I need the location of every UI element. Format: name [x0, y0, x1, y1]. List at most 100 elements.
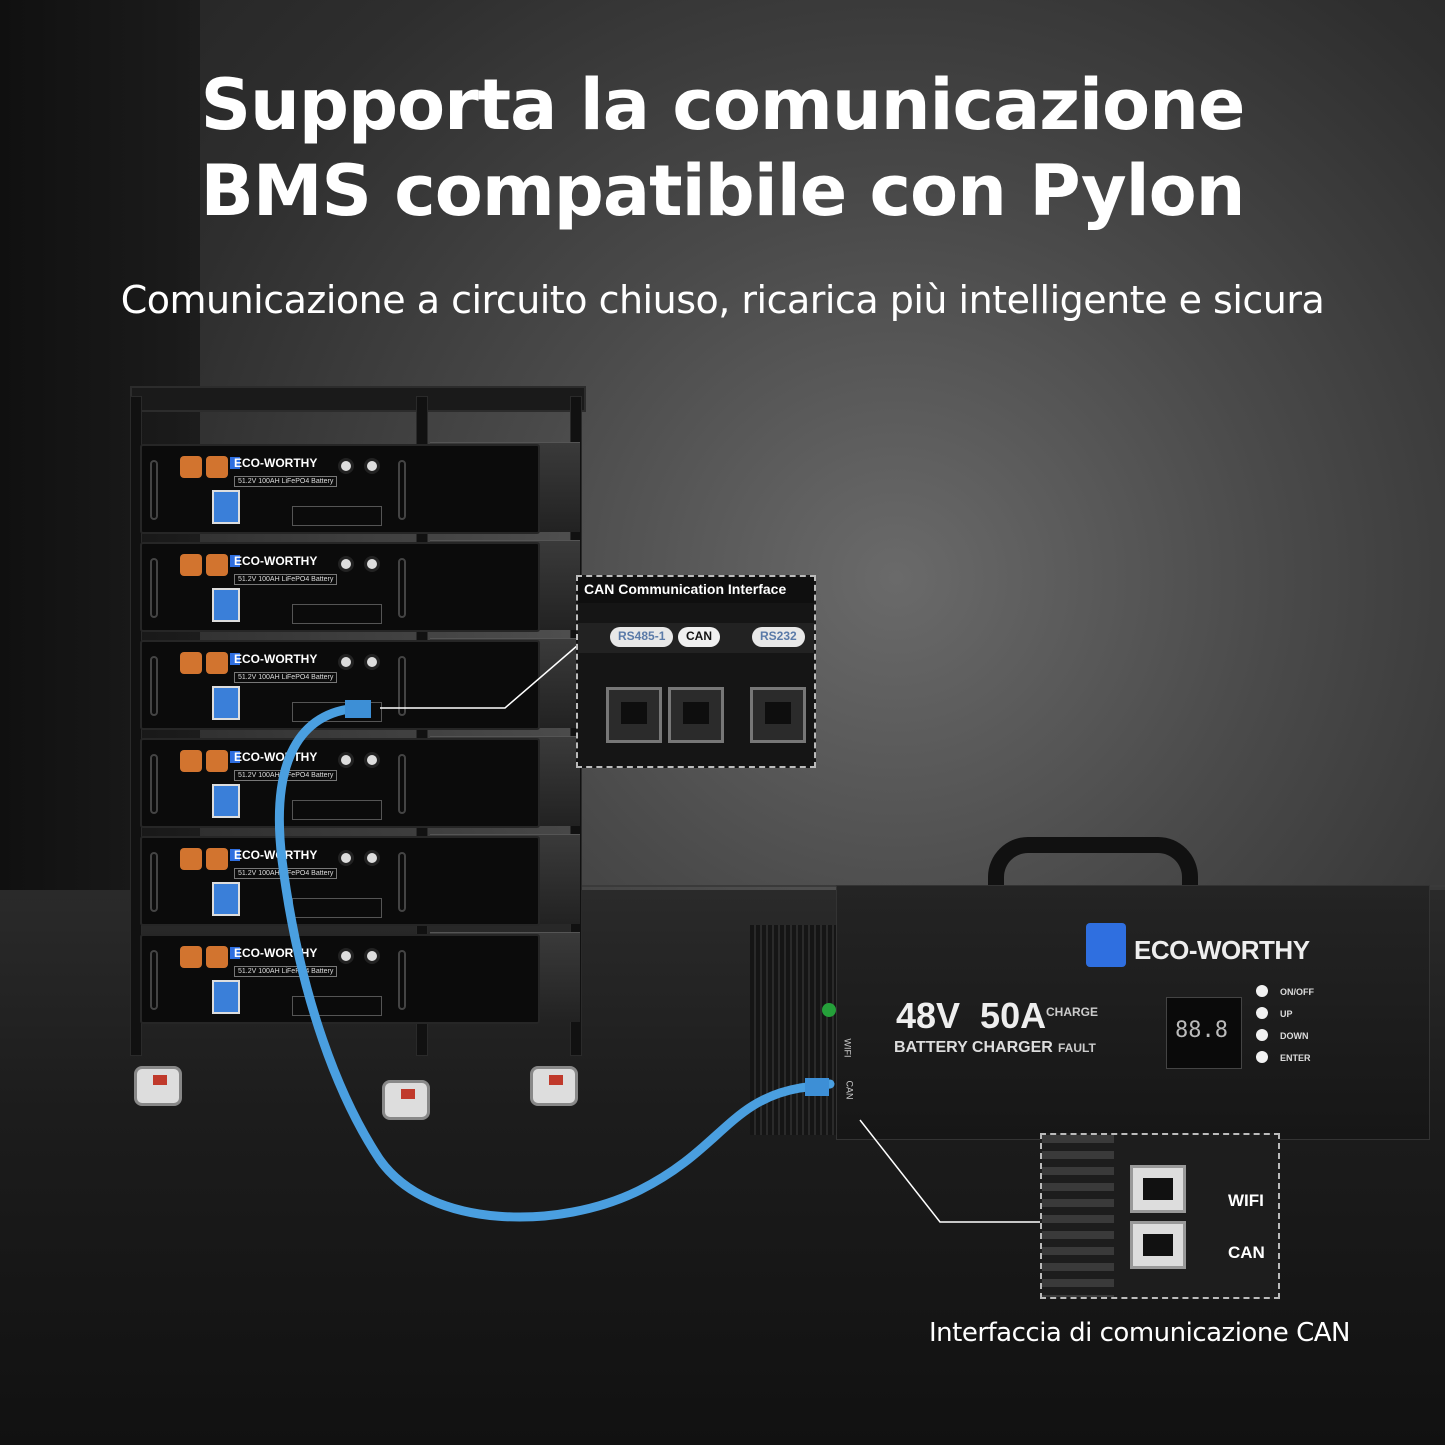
battery-module: ECO-WORTHY 51.2V 100AH LiFePO4 Battery	[140, 444, 540, 534]
wheel-lock	[153, 1075, 167, 1085]
callout-title: CAN Communication Interface	[578, 577, 814, 603]
charger-vent-side	[750, 925, 840, 1135]
knob-icon	[338, 654, 354, 670]
headline-line-2: BMS compatibile con Pylon	[200, 150, 1245, 232]
battery-handle	[150, 656, 158, 716]
up-button[interactable]	[1256, 1007, 1268, 1019]
breaker-switch	[212, 882, 240, 916]
lcd-value: 88.8	[1175, 1018, 1228, 1043]
knob-icon	[364, 752, 380, 768]
eco-worthy-logo-icon	[230, 947, 240, 959]
charge-indicator-label: CHARGE	[1046, 1005, 1099, 1019]
breaker-switch	[212, 980, 240, 1014]
caster-wheel	[134, 1066, 182, 1106]
battery-positive-terminal	[180, 652, 202, 674]
battery-model: 51.2V 100AH LiFePO4 Battery	[234, 770, 338, 781]
charger-port-callout: WIFI CAN	[1040, 1133, 1280, 1299]
knob-icon	[364, 556, 380, 572]
battery-model: 51.2V 100AH LiFePO4 Battery	[234, 476, 338, 487]
battery-port-panel	[292, 800, 382, 820]
enter-label: ENTER	[1280, 1053, 1311, 1063]
knob-icon	[364, 458, 380, 474]
battery-module: ECO-WORTHY 51.2V 100AH LiFePO4 Battery	[140, 934, 540, 1024]
power-led-icon	[822, 1003, 836, 1017]
caster-wheel	[530, 1066, 578, 1106]
down-button[interactable]	[1256, 1029, 1268, 1041]
charger-lcd-display: 88.8	[1166, 997, 1242, 1069]
eco-worthy-logo-icon	[230, 653, 240, 665]
battery-brand: ECO-WORTHY	[234, 750, 318, 764]
battery-module: ECO-WORTHY 51.2V 100AH LiFePO4 Battery	[140, 542, 540, 632]
knob-icon	[338, 752, 354, 768]
eco-worthy-logo-icon	[230, 751, 240, 763]
battery-positive-terminal	[180, 554, 202, 576]
vent-grille	[1042, 1135, 1114, 1297]
wheel-lock	[401, 1089, 415, 1099]
can-port-icon	[668, 687, 724, 743]
battery-negative-terminal	[206, 456, 228, 478]
battery-brand: ECO-WORTHY	[234, 456, 318, 470]
charger-brand: ECO-WORTHY	[1134, 935, 1310, 965]
battery-positive-terminal	[180, 848, 202, 870]
charger-front-panel	[836, 885, 1430, 1140]
can-port-label: CAN	[844, 1080, 855, 1100]
headline: Supporta la comunicazione BMS compatibil…	[0, 62, 1445, 234]
rack-top	[130, 386, 586, 412]
battery-handle	[150, 852, 158, 912]
subtitle: Comunicazione a circuito chiuso, ricaric…	[120, 278, 1325, 322]
can-jack-label: CAN	[1228, 1243, 1265, 1262]
wifi-jack-label: WIFI	[1228, 1191, 1264, 1210]
battery-brand: ECO-WORTHY	[234, 554, 318, 568]
charger-rating: 48V 50A	[896, 995, 1047, 1036]
battery-positive-terminal	[180, 946, 202, 968]
headline-line-1: Supporta la comunicazione	[200, 64, 1246, 146]
knob-icon	[338, 850, 354, 866]
battery-brand: ECO-WORTHY	[234, 848, 318, 862]
battery-brand: ECO-WORTHY	[234, 652, 318, 666]
battery-port-panel	[292, 996, 382, 1016]
breaker-switch	[212, 588, 240, 622]
rs232-port-icon	[750, 687, 806, 743]
knob-icon	[338, 948, 354, 964]
battery-rack: ECO-WORTHY 51.2V 100AH LiFePO4 Battery E…	[130, 386, 590, 1120]
battery-negative-terminal	[206, 554, 228, 576]
battery-module: ECO-WORTHY 51.2V 100AH LiFePO4 Battery	[140, 640, 540, 730]
on-off-button[interactable]	[1256, 985, 1268, 997]
battery-positive-terminal	[180, 456, 202, 478]
battery-handle	[398, 950, 406, 1010]
battery-handle	[150, 950, 158, 1010]
breaker-switch	[212, 490, 240, 524]
down-label: DOWN	[1280, 1031, 1309, 1041]
battery-module: ECO-WORTHY 51.2V 100AH LiFePO4 Battery	[140, 738, 540, 828]
battery-port-panel	[292, 898, 382, 918]
knob-icon	[364, 948, 380, 964]
can-interface-caption: Interfaccia di comunicazione CAN	[929, 1318, 1350, 1348]
rs232-port-label: RS232	[752, 627, 805, 647]
charger-type-label: BATTERY CHARGER	[894, 1039, 1053, 1056]
knob-icon	[338, 556, 354, 572]
battery-positive-terminal	[180, 750, 202, 772]
fault-indicator-label: FAULT	[1058, 1041, 1096, 1055]
rs485-port-icon	[606, 687, 662, 743]
can-interface-callout: CAN Communication Interface RS485-1 CAN …	[576, 575, 816, 768]
battery-brand: ECO-WORTHY	[234, 946, 318, 960]
battery-negative-terminal	[206, 652, 228, 674]
battery-handle	[150, 558, 158, 618]
battery-module: ECO-WORTHY 51.2V 100AH LiFePO4 Battery	[140, 836, 540, 926]
battery-negative-terminal	[206, 750, 228, 772]
battery-port-panel	[292, 604, 382, 624]
eco-worthy-logo-icon	[230, 457, 240, 469]
battery-charger: ECO-WORTHY 48V 50A BATTERY CHARGER CHARG…	[750, 837, 1430, 1155]
battery-handle	[398, 754, 406, 814]
wifi-jack-icon	[1130, 1165, 1186, 1213]
battery-handle	[398, 852, 406, 912]
battery-model: 51.2V 100AH LiFePO4 Battery	[234, 966, 338, 977]
eco-worthy-logo-icon	[1086, 923, 1126, 967]
caster-wheel	[382, 1080, 430, 1120]
knob-icon	[364, 654, 380, 670]
can-port-label: CAN	[678, 627, 720, 647]
enter-button[interactable]	[1256, 1051, 1268, 1063]
eco-worthy-logo-icon	[230, 849, 240, 861]
breaker-switch	[212, 784, 240, 818]
battery-handle	[398, 460, 406, 520]
